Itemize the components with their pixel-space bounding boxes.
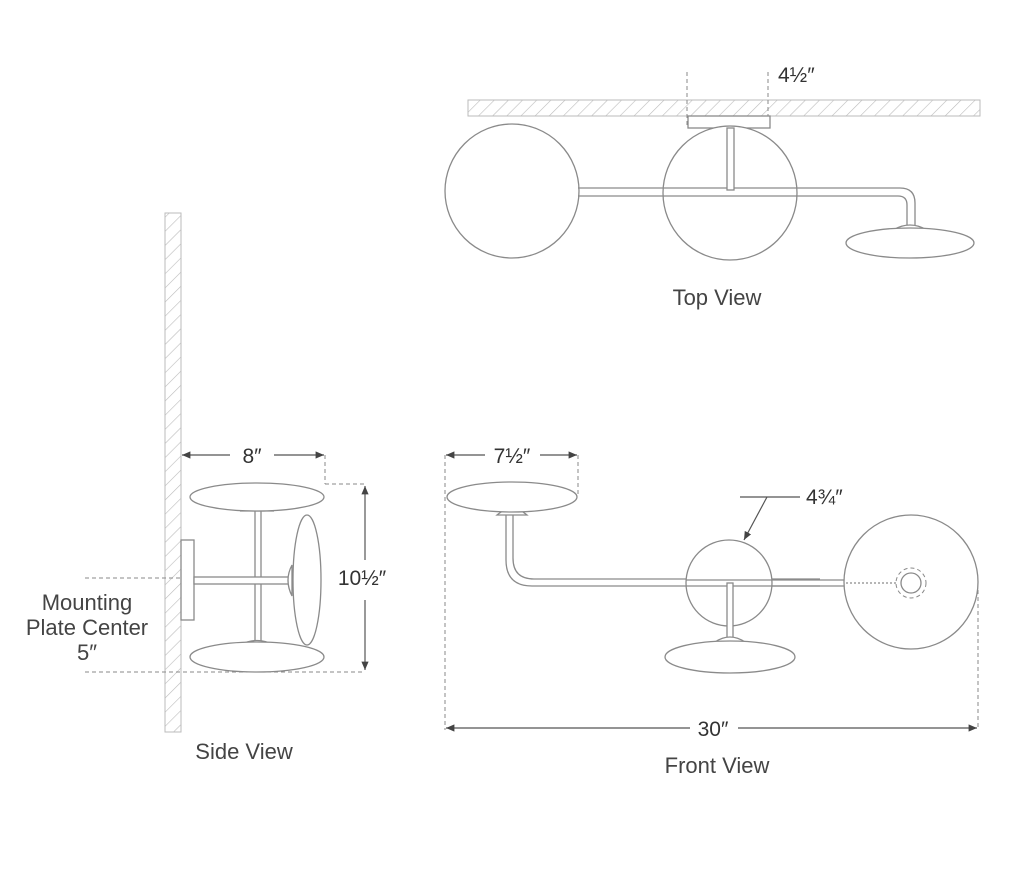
- top-view: 4½″ Top View: [444, 64, 981, 310]
- front-view: 7½″ 4¾″ 30″ Front View: [444, 445, 979, 778]
- shade-top: [189, 482, 325, 512]
- top-view-title: Top View: [673, 285, 762, 310]
- shade-right-facing: [843, 514, 979, 650]
- depth-label: 8″: [242, 445, 262, 468]
- overall-width-label: 30″: [698, 718, 729, 741]
- wall-surface: [164, 212, 182, 733]
- stem: [726, 127, 735, 191]
- shade-bottom: [189, 641, 325, 673]
- shade-front: [292, 514, 322, 646]
- side-view-title: Side View: [195, 739, 293, 764]
- height-label: 10½″: [338, 567, 387, 590]
- front-view-title: Front View: [665, 753, 770, 778]
- globe-center: [662, 125, 798, 261]
- arm: [578, 187, 916, 225]
- mounting-plate: [180, 539, 195, 621]
- globe-left: [444, 123, 580, 259]
- ceiling-surface: [467, 99, 981, 117]
- shade-disc: [845, 227, 975, 259]
- globe-diameter-label: 4¾″: [806, 486, 843, 509]
- mounting-label-line2: Plate Center: [26, 615, 148, 640]
- mounting-label-line1: Mounting: [42, 590, 133, 615]
- arm: [193, 576, 291, 585]
- mounting-value: 5″: [77, 640, 97, 665]
- side-view: 8″ 10½″ Mounting Plate Center 5″ Side Vi…: [26, 212, 387, 764]
- plate-width-label: 4½″: [778, 64, 815, 87]
- arm: [505, 515, 820, 587]
- stem: [726, 582, 734, 639]
- shade-left: [446, 481, 578, 513]
- shade-bottom: [664, 640, 796, 674]
- shade-width-label: 7½″: [494, 445, 531, 468]
